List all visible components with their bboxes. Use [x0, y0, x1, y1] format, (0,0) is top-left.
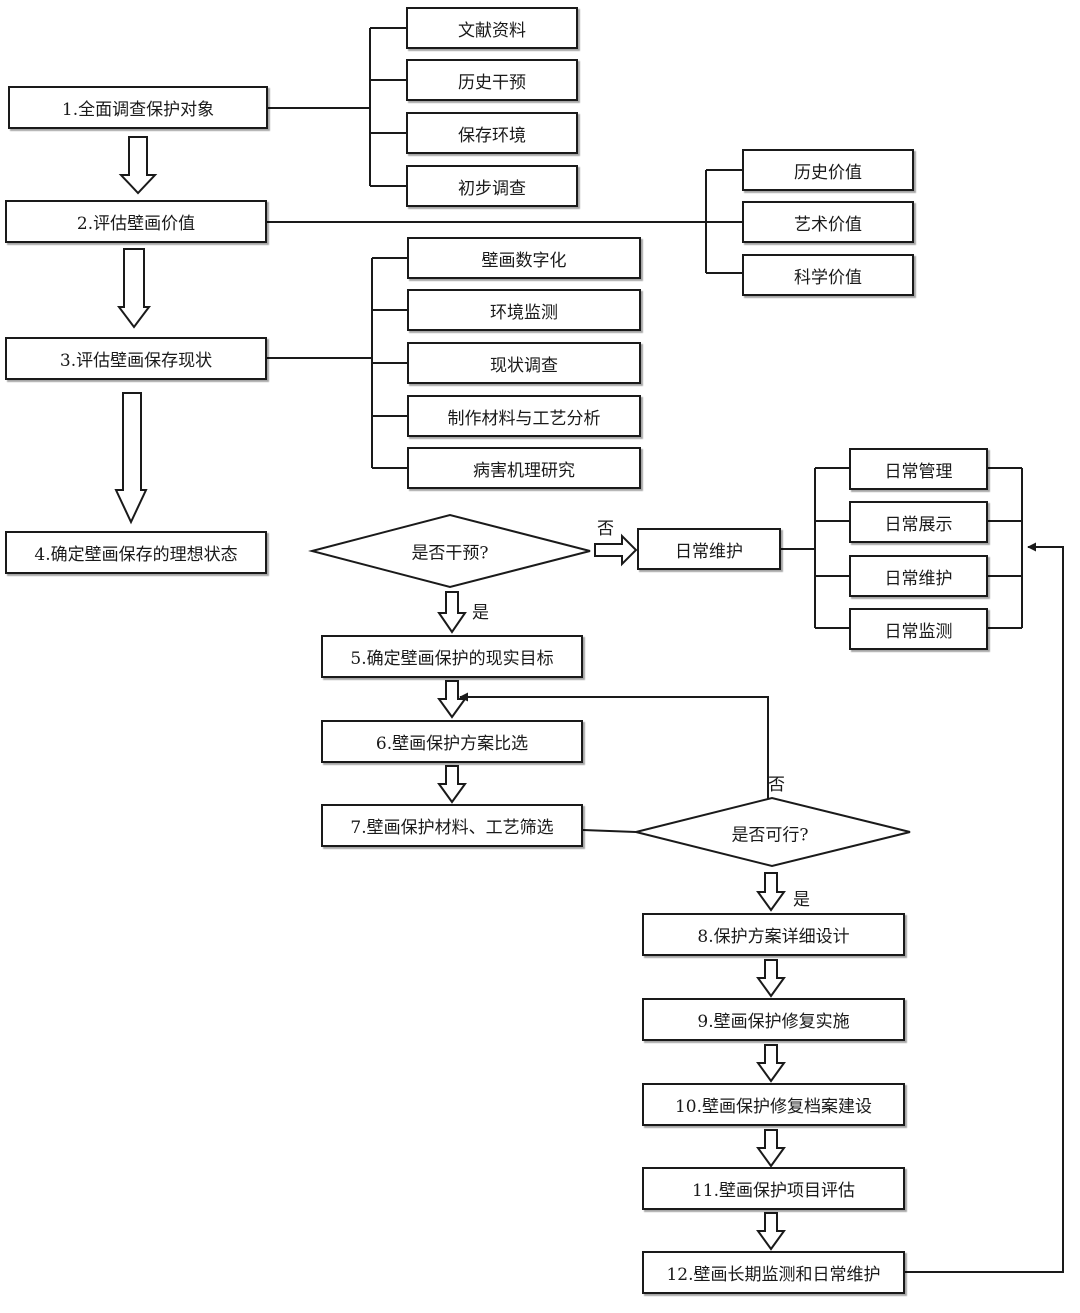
step-7-box: 7.壁画保护材料、工艺筛选 [321, 804, 583, 847]
step-11-box: 11.壁画保护项目评估 [642, 1167, 905, 1210]
step-4-box: 4.确定壁画保存的理想状态 [5, 531, 267, 574]
label-no-intervene: 否 [597, 519, 614, 539]
step-9-box: 9.壁画保护修复实施 [642, 998, 905, 1041]
condition-item-survey: 现状调查 [407, 342, 641, 384]
survey-item-environment: 保存环境 [406, 112, 578, 154]
step-8-box: 8.保护方案详细设计 [642, 913, 905, 956]
flow-arrow [117, 248, 151, 329]
maintenance-item-upkeep: 日常维护 [849, 555, 988, 597]
value-item-scientific: 科学价值 [742, 254, 914, 296]
flow-arrow [594, 533, 638, 567]
label-yes-intervene: 是 [472, 603, 489, 623]
routine-maintenance-box: 日常维护 [637, 528, 781, 570]
survey-item-literature: 文献资料 [406, 7, 578, 49]
condition-item-mechanism: 病害机理研究 [407, 447, 641, 489]
flow-arrow [756, 1212, 786, 1251]
step-3-box: 3.评估壁画保存现状 [5, 337, 267, 380]
survey-item-history: 历史干预 [406, 59, 578, 101]
flow-arrow [756, 872, 786, 912]
condition-item-monitoring: 环境监测 [407, 289, 641, 331]
condition-item-digitization: 壁画数字化 [407, 237, 641, 279]
maintenance-item-management: 日常管理 [849, 448, 988, 490]
flow-arrow [756, 959, 786, 998]
value-item-artistic: 艺术价值 [742, 201, 914, 243]
survey-item-initial: 初步调查 [406, 165, 578, 207]
decision-intervene-diamond [308, 513, 591, 589]
flow-arrow [437, 591, 467, 634]
flow-arrow [437, 765, 467, 804]
flow-arrow [756, 1129, 786, 1168]
flow-arrow [437, 680, 467, 719]
step-1-box: 1.全面调查保护对象 [8, 86, 268, 129]
step-5-box: 5.确定壁画保护的现实目标 [321, 635, 583, 678]
flow-arrow [756, 1044, 786, 1083]
label-no-feasible: 否 [768, 775, 785, 795]
decision-feasible-diamond [635, 796, 911, 868]
step-6-box: 6.壁画保护方案比选 [321, 720, 583, 763]
decision-feasible-text: 是否可行? [731, 825, 809, 846]
maintenance-item-monitoring: 日常监测 [849, 608, 988, 650]
decision-intervene-text: 是否干预? [411, 543, 489, 564]
step-12-box: 12.壁画长期监测和日常维护 [642, 1251, 905, 1294]
condition-item-materials: 制作材料与工艺分析 [407, 395, 641, 437]
step-2-box: 2.评估壁画价值 [5, 200, 267, 243]
step-10-box: 10.壁画保护修复档案建设 [642, 1083, 905, 1126]
value-item-historical: 历史价值 [742, 149, 914, 191]
flow-arrow [114, 392, 148, 525]
maintenance-item-display: 日常展示 [849, 501, 988, 543]
label-yes-feasible: 是 [793, 890, 810, 910]
flow-arrow [118, 136, 158, 195]
